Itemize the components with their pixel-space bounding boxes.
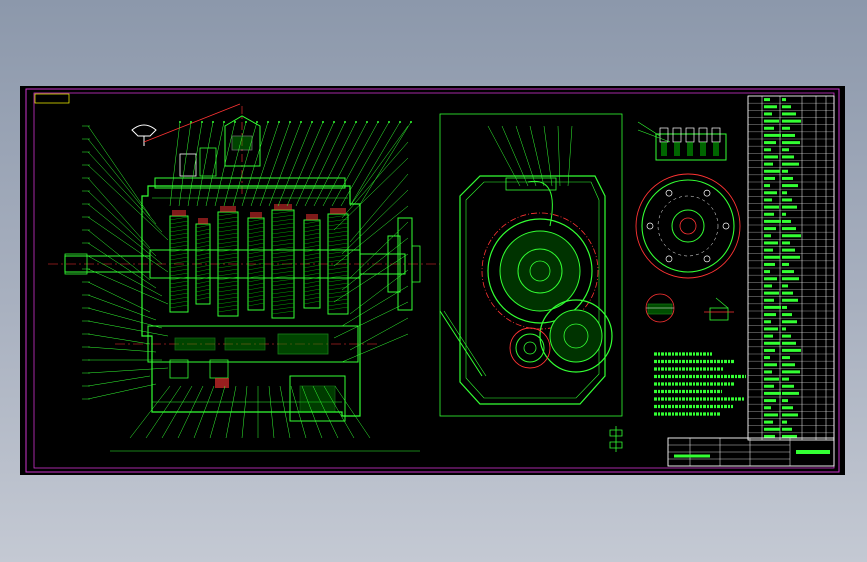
cad-viewport[interactable] (20, 86, 845, 475)
detail-view-circular[interactable] (635, 173, 741, 279)
shift-tower (179, 115, 261, 177)
side-housing-outline (459, 175, 606, 405)
section-marker (609, 426, 623, 452)
cad-drawing (25, 88, 840, 473)
detail-view-small-a[interactable] (645, 293, 675, 323)
main-shaft-gears (169, 204, 349, 319)
side-view-leaders (487, 125, 573, 187)
input-shaft (64, 249, 406, 279)
detail-view-small-b[interactable] (704, 297, 734, 321)
counter-shaft (147, 325, 359, 422)
side-right-gear (539, 299, 613, 373)
side-view-frame (439, 113, 623, 417)
side-lower-gear (509, 327, 551, 369)
detail-view-top[interactable] (637, 121, 727, 161)
main-section-view[interactable] (48, 103, 440, 452)
output-flange (387, 217, 421, 311)
side-section-view[interactable] (439, 113, 623, 452)
corner-tag (34, 93, 70, 104)
side-large-gear (481, 212, 599, 330)
top-cover (154, 177, 346, 189)
parts-list-table (747, 95, 835, 441)
drawing-border-outer (25, 88, 840, 473)
shift-knob-top (131, 103, 241, 146)
gearbox-housing (141, 185, 361, 417)
main-view-leaders (82, 121, 412, 439)
technical-notes (654, 352, 746, 416)
lower-bearings (169, 359, 229, 388)
title-block (667, 437, 835, 467)
